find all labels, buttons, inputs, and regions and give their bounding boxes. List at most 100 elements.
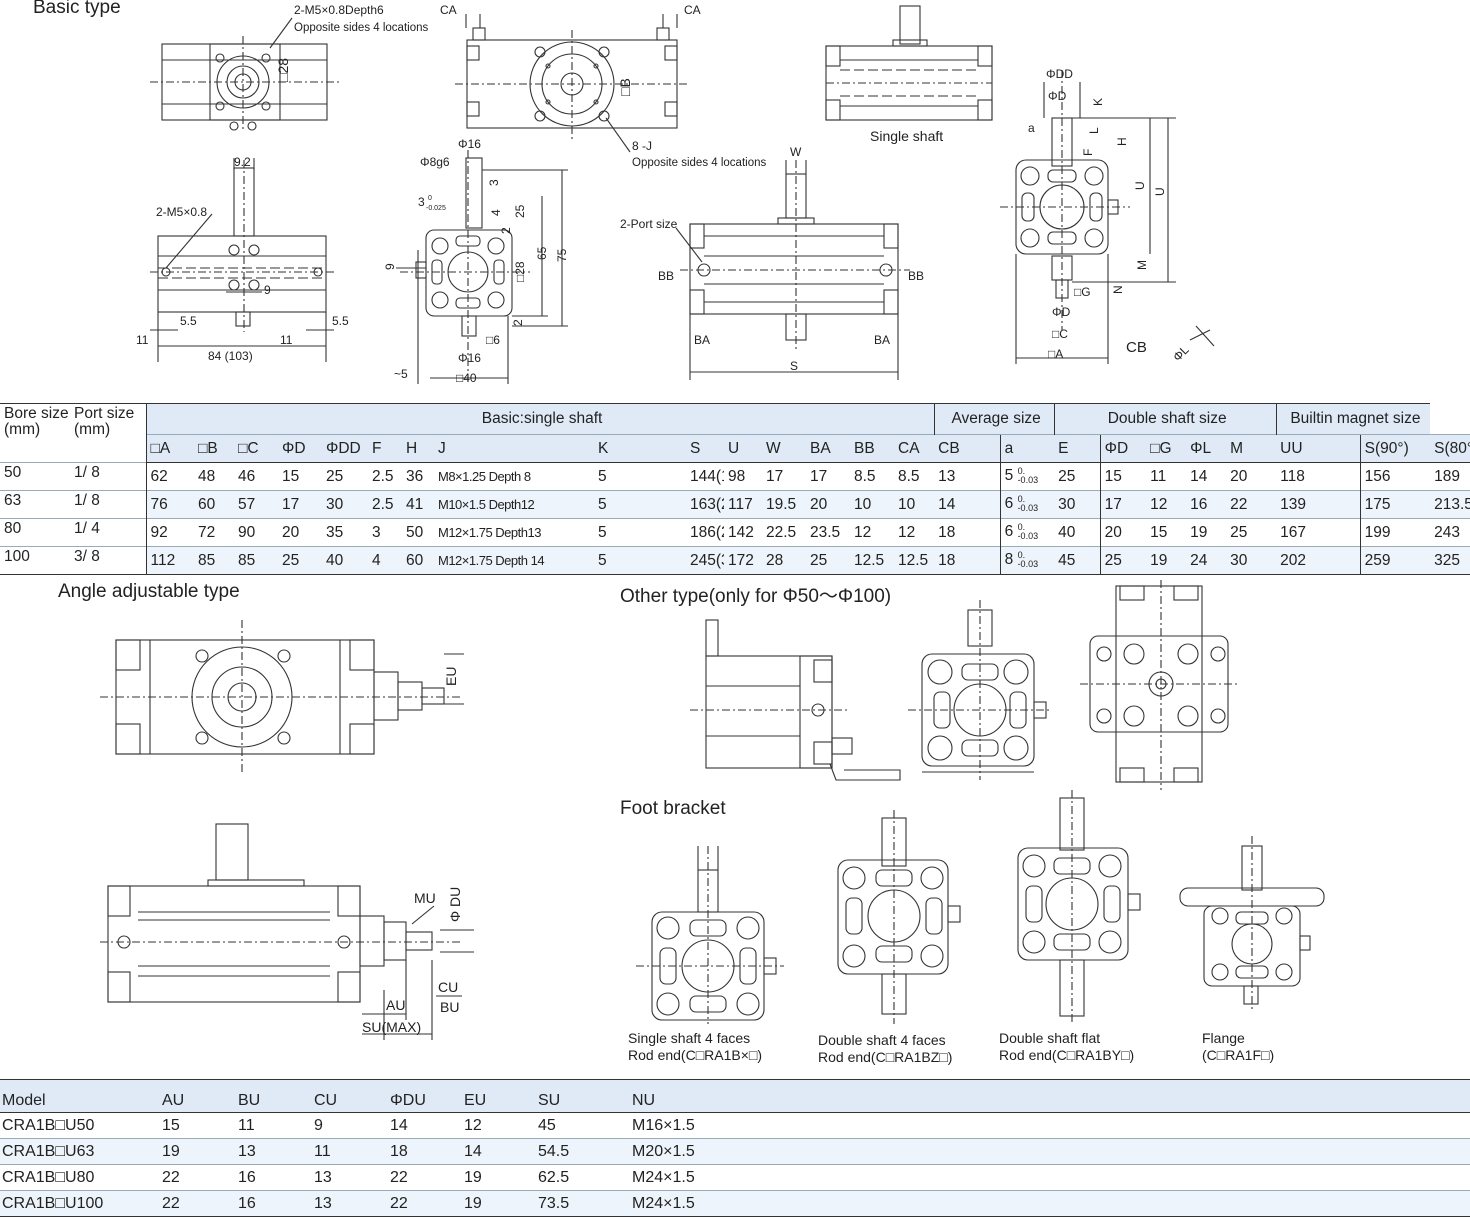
spec-cell: 117 [724, 490, 762, 519]
spec-cell: 63 [0, 490, 70, 519]
spec-cell: 5 [594, 546, 686, 575]
label-ba-left: BA [694, 333, 710, 347]
spec-cell: 22.5 [762, 518, 806, 547]
label-75: 75 [555, 248, 569, 262]
spec-cell: 45 [1054, 546, 1101, 575]
label-tol-neg: -0.025 [426, 205, 446, 212]
model-cell: 62.5 [536, 1164, 630, 1191]
label-k: K [1091, 98, 1105, 106]
label-l: L [1087, 127, 1101, 134]
header-average: Average size [933, 403, 1055, 435]
spec-cell: 36 [402, 462, 434, 491]
label-bb-right: BB [908, 269, 924, 283]
spec-cell: 10 [850, 490, 894, 519]
spec-cell: 14 [1186, 462, 1227, 491]
spec-cell: 90 [234, 518, 278, 547]
model-cell: 54.5 [536, 1138, 630, 1165]
spec-cell: 17 [806, 462, 850, 491]
caption-foot-1-line2: Rod end(C□RA1B×□) [628, 1047, 763, 1063]
a-value: 5 [1004, 467, 1014, 485]
spec-cell: 5 [594, 462, 686, 491]
model-cell: 14 [462, 1138, 536, 1165]
header-double: Double shaft size [1053, 403, 1277, 435]
spec-col-header: J [434, 434, 594, 463]
model-col-header: BU [236, 1079, 312, 1113]
spec-cell: M10×1.5 Depth12 [434, 490, 594, 519]
spec-cell: 175 [1359, 490, 1431, 519]
spec-cell: 1/ 8 [70, 490, 146, 519]
spec-cell: 35 [322, 518, 368, 547]
label-55-left: 5.5 [180, 314, 197, 328]
spec-col-header: CA [894, 434, 935, 463]
spec-cell: 25 [278, 546, 322, 575]
spec-cell: 172 [724, 546, 762, 575]
label-sq28: □28 [275, 58, 291, 82]
spec-cell: 20 [806, 490, 850, 519]
label-a: a [1028, 121, 1035, 135]
model-col-header: CU [312, 1079, 388, 1113]
a-tol-bottom: -0.03 [1017, 503, 1039, 514]
spec-cell: 12 [1146, 490, 1187, 519]
spec-cell: 50 [402, 518, 434, 547]
label-phid2: ΦD [1052, 305, 1071, 319]
spec-cell: 199 [1359, 518, 1431, 547]
caption-foot-4-line2: (C□RA1F□) [1202, 1047, 1275, 1063]
model-cell: 13 [312, 1190, 388, 1217]
drawing-right-side-view [1000, 70, 1215, 364]
label-phidd: ΦDD [1046, 67, 1073, 81]
spec-cell-a: 5 0.-0.03 [999, 462, 1055, 491]
spec-cell: 12 [850, 518, 894, 547]
spec-cell: 259 [1359, 546, 1431, 575]
model-col-header: Model [0, 1079, 160, 1113]
label-2-top: 2 [499, 227, 513, 234]
model-cell: 15 [160, 1112, 236, 1139]
label-phi16b: Φ16 [458, 351, 481, 365]
drawing-angle-top [100, 620, 464, 772]
label-11-left: 11 [136, 333, 149, 347]
caption-foot-2: Double shaft 4 faces Rod end(C□RA1BZ□) [818, 1032, 952, 1066]
model-cell: CRA1B□U100 [0, 1190, 160, 1217]
header-basic: Basic:single shaft [145, 403, 935, 435]
spec-cell: 18 [934, 518, 1001, 547]
spec-cell-a: 6 0.-0.03 [999, 490, 1055, 519]
label-w: W [790, 145, 802, 159]
caption-foot-3-line2: Rod end(C□RA1BY□) [999, 1047, 1135, 1063]
spec-col-header: W [762, 434, 806, 463]
spec-cell: 25 [1054, 462, 1101, 491]
spec-cell: 167 [1276, 518, 1361, 547]
drawing-foot-4 [1179, 836, 1325, 1010]
label-sqg: □G [1074, 285, 1091, 299]
a-tolerance: 0.-0.03 [1018, 551, 1039, 569]
model-cell: 18 [388, 1138, 462, 1165]
model-cell: 16 [236, 1190, 312, 1217]
label-ca-right: CA [684, 3, 701, 17]
spec-cell: 12.5 [894, 546, 935, 575]
spec-cell: 25 [1226, 518, 1277, 547]
spec-cell: 17 [762, 462, 806, 491]
drawing-angle-front [100, 823, 474, 1040]
label-84: 84 (103) [208, 349, 253, 363]
spec-cell: 48 [194, 462, 234, 491]
spec-col-header: K [594, 434, 686, 463]
spec-cell: 30 [1226, 546, 1277, 575]
header-bore-size: Bore size (mm) [0, 403, 70, 463]
label-bu: BU [440, 999, 459, 1015]
model-cell: 45 [536, 1112, 630, 1139]
spec-cell: 213.5 [1430, 490, 1470, 519]
spec-col-header: U [724, 434, 762, 463]
label-8j: 8 -J [632, 139, 652, 153]
label-m5-depth: 2-M5×0.8Depth6 [294, 3, 384, 17]
drawing-front-view [150, 158, 334, 362]
label-opp4: Opposite sides 4 locations [294, 22, 428, 34]
drawing-other-1 [690, 619, 901, 781]
spec-cell: 163(201.5) [686, 490, 724, 519]
spec-col-header: □B [194, 434, 234, 463]
model-cell: 22 [160, 1190, 236, 1217]
model-cell: M24×1.5 [630, 1190, 1470, 1217]
model-cell: 22 [160, 1164, 236, 1191]
